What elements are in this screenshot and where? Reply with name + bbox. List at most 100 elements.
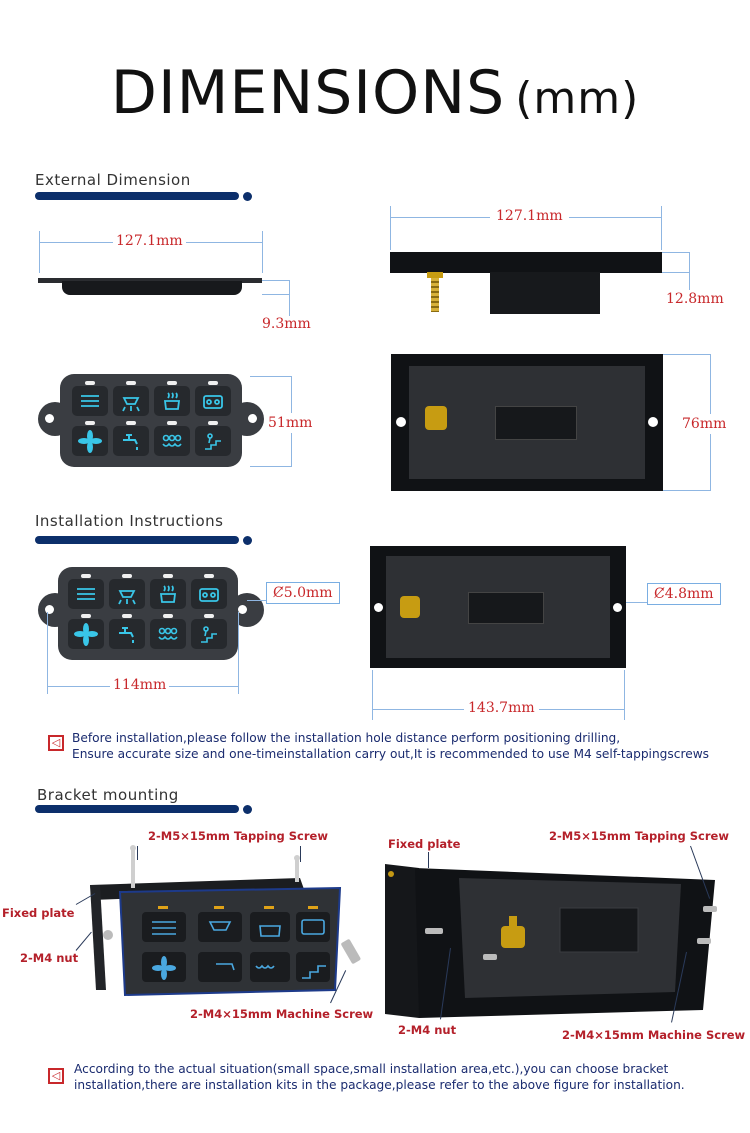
seat-heat-icon xyxy=(154,426,190,456)
dim-line xyxy=(689,252,690,290)
key xyxy=(150,614,186,649)
dim-extension xyxy=(47,612,48,694)
key xyxy=(191,574,227,609)
dim-extension xyxy=(250,376,292,377)
dim-extension xyxy=(663,490,711,491)
back-width-label: 127.1mm xyxy=(490,208,569,224)
front-height-label: 51mm xyxy=(268,413,313,433)
mount-hole xyxy=(613,603,622,612)
step-light-icon xyxy=(195,426,231,456)
dome-light-icon xyxy=(109,579,145,609)
fan-icon xyxy=(68,619,104,649)
key xyxy=(113,381,149,416)
dim-extension xyxy=(624,670,625,720)
note-line: According to the actual situation(small … xyxy=(74,1062,669,1076)
key xyxy=(150,574,186,609)
mount-hole xyxy=(238,605,247,614)
bracket-note: According to the actual situation(small … xyxy=(74,1061,685,1093)
left-nut-label: 2-M4 nut xyxy=(20,951,79,965)
back-plate-external xyxy=(391,354,663,491)
left-machine-screw-label: 2-M4×15mm Machine Screw xyxy=(190,1007,374,1021)
back-height-label: 76mm xyxy=(682,414,727,434)
key xyxy=(72,421,108,456)
radio-icon xyxy=(195,386,231,416)
key xyxy=(191,614,227,649)
lowbeam-icon xyxy=(68,579,104,609)
front-panel-external xyxy=(38,374,264,467)
left-fixed-plate-label: Fixed plate xyxy=(2,906,75,920)
dim-extension xyxy=(262,294,290,295)
right-nut-label: 2-M4 nut xyxy=(398,1023,457,1037)
key xyxy=(195,381,231,416)
key xyxy=(195,421,231,456)
radio-icon xyxy=(191,579,227,609)
dim-extension xyxy=(39,231,40,273)
key xyxy=(154,421,190,456)
heater-icon xyxy=(154,386,190,416)
side-width-label: 127.1mm xyxy=(113,233,186,249)
back-spacing-label: 143.7mm xyxy=(464,700,539,716)
key xyxy=(68,614,104,649)
faucet-icon xyxy=(109,619,145,649)
dim-extension xyxy=(663,354,711,355)
step-light-icon xyxy=(191,619,227,649)
front-spacing-label: 114mm xyxy=(110,677,170,693)
mount-hole xyxy=(396,417,406,427)
dim-extension xyxy=(662,252,690,253)
stud-base xyxy=(427,272,443,278)
switch-panel xyxy=(58,567,238,660)
leader-line xyxy=(300,846,301,862)
dome-light-icon xyxy=(113,386,149,416)
speaker-icon: ◁ xyxy=(48,1068,64,1084)
front-hole-label: Ȼ5.0mm xyxy=(266,582,340,604)
installation-note: Before installation,please follow the in… xyxy=(72,730,709,762)
section-dot xyxy=(243,536,252,545)
dim-extension xyxy=(238,612,239,694)
key xyxy=(154,381,190,416)
switch-panel xyxy=(60,374,242,467)
section-dot xyxy=(243,805,252,814)
dim-extension xyxy=(662,272,690,273)
section-heading-installation: Installation Instructions xyxy=(35,512,224,530)
back-thickness-label: 12.8mm xyxy=(666,291,724,307)
back-side-connector xyxy=(490,272,600,314)
right-fixed-plate-label: Fixed plate xyxy=(388,837,461,851)
front-panel-installation xyxy=(38,567,264,660)
dim-leader xyxy=(247,600,267,601)
side-thickness-label: 9.3mm xyxy=(262,316,311,332)
key xyxy=(109,614,145,649)
note-line: installation,there are installation kits… xyxy=(74,1078,685,1092)
section-heading-bracket: Bracket mounting xyxy=(37,786,179,804)
brass-stud xyxy=(400,596,420,618)
lowbeam-icon xyxy=(72,386,108,416)
leader-line xyxy=(428,852,429,868)
section-bar xyxy=(35,192,239,200)
dim-line xyxy=(289,280,290,316)
bracket-illustration-left xyxy=(90,845,361,997)
leader-line xyxy=(137,846,138,860)
brass-stud xyxy=(425,406,447,430)
seat-heat-icon xyxy=(150,619,186,649)
key xyxy=(72,381,108,416)
side-view-body xyxy=(62,281,242,295)
stud-thread xyxy=(431,278,439,312)
dim-extension xyxy=(262,231,263,273)
note-line: Ensure accurate size and one-timeinstall… xyxy=(72,747,710,761)
heater-icon xyxy=(150,579,186,609)
title-unit: (mm) xyxy=(515,73,640,124)
faucet-icon xyxy=(113,426,149,456)
mount-hole xyxy=(45,414,54,423)
section-bar xyxy=(35,536,239,544)
mount-hole xyxy=(648,417,658,427)
side-view-flange xyxy=(38,278,262,283)
dim-extension xyxy=(390,206,391,250)
section-dot xyxy=(243,192,252,201)
dim-extension xyxy=(262,280,290,281)
back-connector xyxy=(495,406,577,440)
section-bar xyxy=(35,805,239,813)
right-tapping-screw-label: 2-M5×15mm Tapping Screw xyxy=(549,829,729,843)
key xyxy=(109,574,145,609)
speaker-icon: ◁ xyxy=(48,735,64,751)
title-main: DIMENSIONS xyxy=(110,58,506,128)
back-side-plate xyxy=(390,252,662,273)
